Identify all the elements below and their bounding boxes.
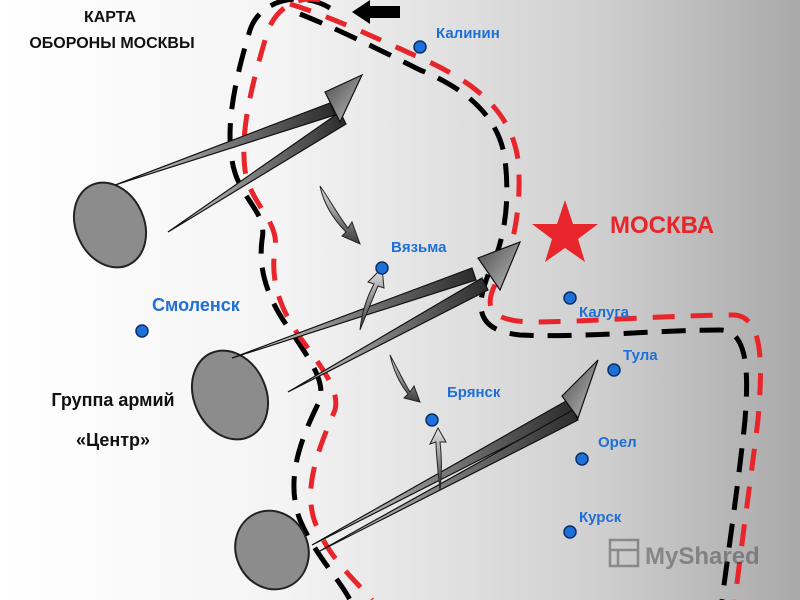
city-label-smolensk: Смоленск bbox=[152, 295, 241, 315]
moscow-star-icon bbox=[532, 200, 598, 262]
city-label-orel: Орел bbox=[598, 434, 637, 451]
city-markers bbox=[135, 40, 621, 539]
army-group-north-ellipse bbox=[73, 181, 147, 269]
army-group-center-ellipse bbox=[191, 349, 269, 441]
tula-marker bbox=[607, 363, 621, 377]
army-group-south-ellipse bbox=[234, 509, 310, 591]
city-label-kursk: Курск bbox=[579, 509, 622, 526]
soviet-front-line-black bbox=[227, 0, 750, 600]
city-label-kaluga: Калуга bbox=[579, 304, 630, 321]
kaluga-marker bbox=[563, 291, 577, 305]
capital-label: МОСКВА bbox=[610, 212, 714, 239]
map-title-line2: ОБОРОНЫ МОСКВЫ bbox=[29, 35, 194, 52]
army-group-label-line2: «Центр» bbox=[76, 430, 150, 450]
map-title-line1: КАРТА bbox=[84, 9, 137, 26]
city-label-bryansk: Брянск bbox=[447, 384, 501, 401]
retreat-arrow-icon bbox=[352, 0, 400, 24]
city-label-vyazma: Вязьма bbox=[391, 239, 447, 256]
smolensk-marker bbox=[135, 324, 149, 338]
attack-arrow-moscow bbox=[231, 240, 522, 393]
watermark-text: MyShared bbox=[645, 543, 760, 570]
front-line-red bbox=[241, 0, 763, 600]
watermark: MyShared bbox=[608, 538, 760, 570]
encirclement-arrows bbox=[319, 185, 447, 491]
watermark-icon bbox=[608, 538, 640, 568]
army-group-label-line1: Группа армий bbox=[51, 390, 174, 410]
orel-marker bbox=[575, 452, 589, 466]
attack-arrow-kalinin bbox=[114, 73, 364, 233]
vyazma-marker bbox=[375, 261, 389, 275]
bryansk-marker bbox=[425, 413, 439, 427]
city-label-tula: Тула bbox=[623, 347, 658, 364]
kalinin-marker bbox=[413, 40, 427, 54]
city-label-kalinin: Калинин bbox=[436, 25, 500, 42]
kursk-marker bbox=[563, 525, 577, 539]
